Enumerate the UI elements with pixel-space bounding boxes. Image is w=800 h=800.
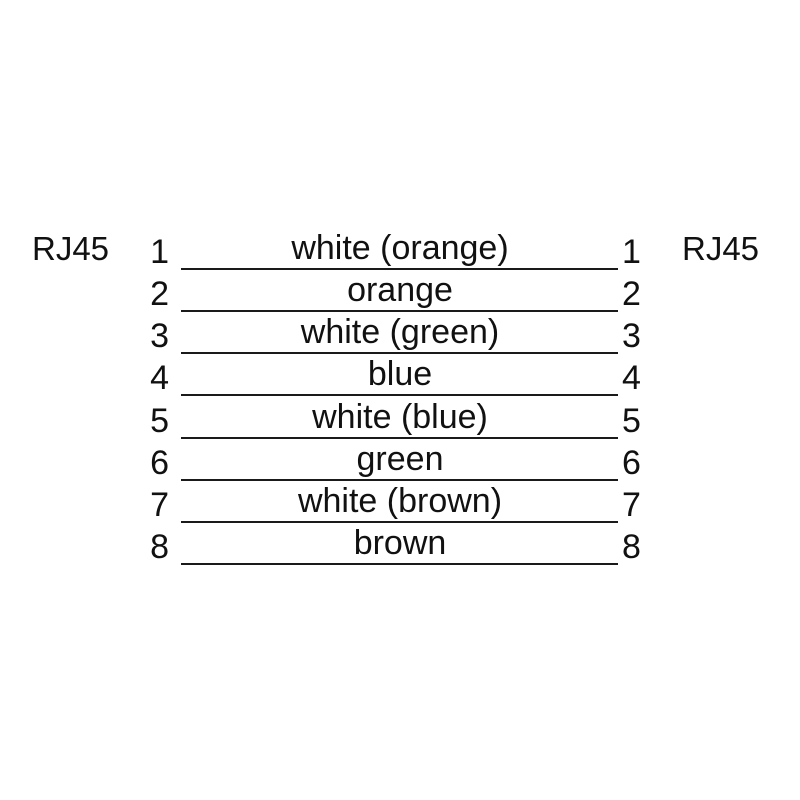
wire-line <box>181 562 618 565</box>
pin-number-right: 6 <box>622 443 641 482</box>
pin-number-right: 4 <box>622 359 641 398</box>
pin-number-right: 7 <box>622 485 641 524</box>
wire-color-label: white (orange) <box>291 229 509 267</box>
wire-color-label: brown <box>353 523 447 562</box>
pin-number-left: 3 <box>150 317 169 356</box>
wire-line <box>181 478 618 481</box>
wire-color-label: green <box>356 439 444 478</box>
wire-line <box>181 268 618 270</box>
wire-line <box>181 520 618 523</box>
pin-number-right: 1 <box>622 233 641 271</box>
pin-number-right: 3 <box>622 317 641 356</box>
wire-line <box>181 310 618 313</box>
pin-number-left: 7 <box>150 485 169 524</box>
wire-color-label: orange <box>347 271 453 310</box>
wire-color-label: white (blue) <box>312 397 488 436</box>
pin-number-left: 2 <box>150 275 169 314</box>
pin-number-left: 8 <box>150 527 169 566</box>
pin-number-right: 5 <box>622 401 641 440</box>
pin-number-left: 1 <box>150 233 169 271</box>
pin-number-right: 2 <box>622 275 641 314</box>
wire-color-label: white (brown) <box>297 481 503 520</box>
wire-line <box>181 394 618 397</box>
wire-line <box>181 436 618 439</box>
pin-number-right: 8 <box>622 527 641 566</box>
wire-color-label: white (green) <box>300 313 500 352</box>
wire-color-label: blue <box>367 355 433 394</box>
pin-number-left: 6 <box>150 443 169 482</box>
pin-number-left: 4 <box>150 359 169 398</box>
pin-number-left: 5 <box>150 401 169 440</box>
connector-label-left: RJ45 <box>32 230 110 267</box>
wire-line <box>181 352 618 355</box>
connector-label-right: RJ45 <box>682 230 760 267</box>
